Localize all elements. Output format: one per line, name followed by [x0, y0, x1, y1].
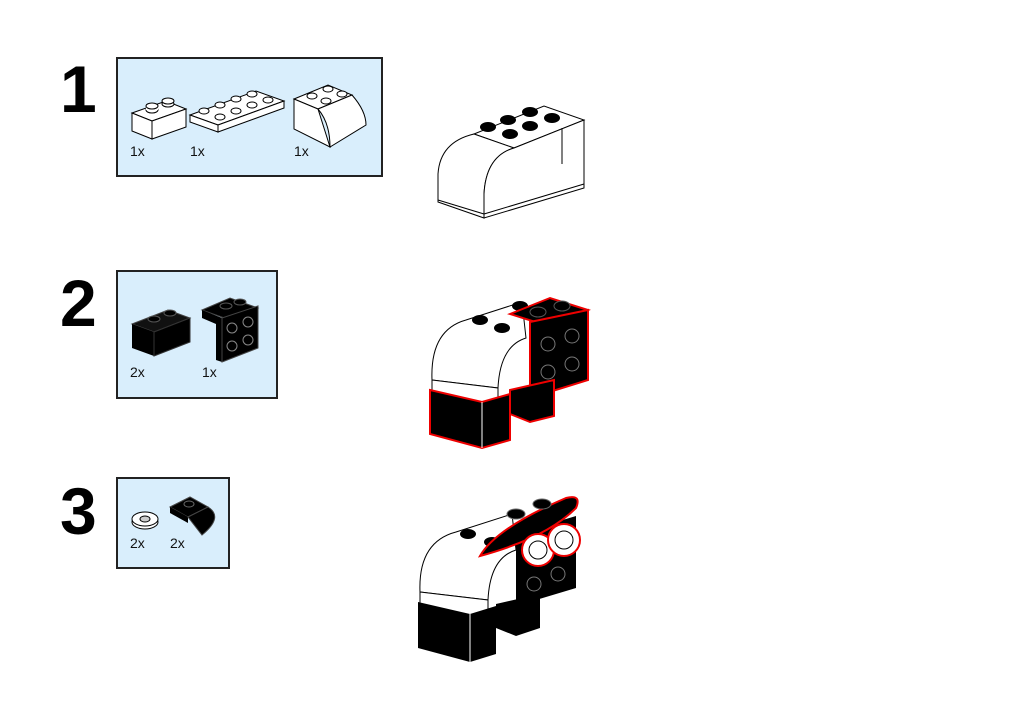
part-quantity: 1x: [130, 143, 145, 159]
parts-list-box: 2x 1x: [116, 270, 278, 399]
part-quantity: 1x: [190, 143, 205, 159]
round-tile-eye-icon: [131, 511, 159, 530]
brick-1x2-black-icon: [130, 309, 192, 357]
step-number: 1: [60, 52, 97, 126]
part-quantity: 2x: [130, 364, 145, 380]
part-quantity: 2x: [170, 535, 185, 551]
parts-list-box: 1x 1x 1x: [116, 57, 383, 177]
slope-ear-black-icon: [168, 496, 216, 536]
curved-slope-white-icon: [292, 84, 367, 148]
step-1-model-illustration: [437, 105, 586, 219]
step-number: 3: [60, 474, 97, 548]
step-2-model-illustration: [429, 296, 591, 450]
part-quantity: 1x: [294, 143, 309, 159]
plate-2x4-white-icon: [188, 90, 286, 133]
part-quantity: 2x: [130, 535, 145, 551]
brick-1x2-white-icon: [130, 97, 188, 140]
parts-list-box: 2x 2x: [116, 477, 230, 569]
step-number: 2: [60, 266, 97, 340]
bracket-black-icon: [200, 297, 260, 363]
step-3-model-illustration: [418, 496, 581, 662]
part-quantity: 1x: [202, 364, 217, 380]
